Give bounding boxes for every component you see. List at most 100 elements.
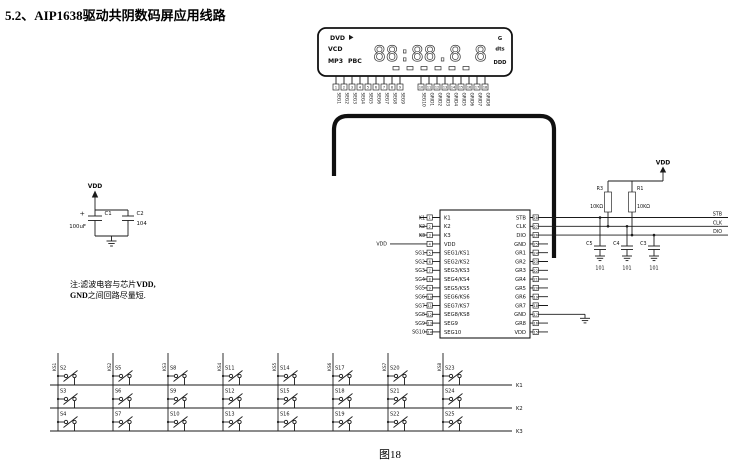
indicator-tick [434, 66, 442, 71]
indicator-tick [420, 66, 428, 71]
vdd-arrow [659, 166, 667, 173]
pin-number-box [532, 267, 539, 274]
key-actuator [338, 393, 353, 405]
display-pin-number: 9 [399, 86, 401, 90]
display-label-mp3: MP3 [328, 58, 343, 65]
key-terminal [393, 373, 399, 379]
display-pin-number-box [465, 83, 473, 91]
display-pin-number-box [481, 83, 489, 91]
ic-pin-name: SEG8/KS8 [444, 312, 470, 318]
key-actuator [63, 393, 78, 405]
key-label: S2 [60, 366, 66, 372]
key-column-label: KS8 [437, 362, 443, 371]
net-label: K2 [419, 224, 425, 230]
key-actuator [393, 416, 408, 428]
pin-number: 1 [429, 216, 431, 220]
ic-pin-name: GR2 [515, 259, 526, 265]
key-actuator [63, 416, 78, 428]
key-actuator [118, 393, 133, 405]
key-terminal [63, 373, 69, 379]
display-label-vcd: VCD [328, 46, 342, 53]
ic-right-pins: 28STBSTB27CLKCLK26DIODIO25GND24GR123GR22… [514, 212, 728, 336]
key-terminal [338, 419, 344, 425]
key-actuator [118, 416, 133, 428]
key-terminal [237, 396, 242, 402]
net-label: SG10 [412, 330, 425, 336]
ic-pin-name: GR7 [515, 303, 526, 309]
display-label-dts: dts [495, 47, 504, 53]
key-terminal [237, 373, 242, 379]
vdd-label: VDD [88, 183, 103, 190]
cap-value: 101 [622, 266, 631, 272]
key-label: S24 [445, 389, 455, 395]
key-actuator [448, 370, 463, 382]
ic-pin-name: K2 [444, 224, 451, 230]
figure-caption: 图18 [379, 449, 401, 461]
key-terminal [228, 373, 234, 379]
pin-number: 22 [534, 269, 538, 273]
key-terminal [127, 396, 132, 402]
resistor-body [604, 191, 612, 213]
key-actuator [338, 416, 353, 428]
pin-number: 10 [428, 295, 432, 299]
key-terminal [283, 396, 289, 402]
pin-number-box [532, 258, 539, 265]
key-actuator [228, 393, 243, 405]
key-terminal [127, 373, 132, 379]
note-part1: 注:滤波电容与芯片 [70, 279, 136, 289]
pin-number-box [426, 240, 433, 247]
pin-number: 19 [534, 295, 538, 299]
key-terminal [63, 419, 69, 425]
ic-pin-name: SEG10 [444, 330, 461, 336]
pin-number: 9 [429, 287, 431, 291]
key-actuator [448, 416, 463, 428]
key-label: S6 [115, 389, 121, 395]
display-pin-number: 2 [343, 86, 345, 90]
key-label: S25 [445, 412, 455, 418]
cap-name: C5 [586, 241, 592, 247]
ic-pin-name: VDD [444, 242, 456, 248]
polarity-plus: + [80, 210, 85, 218]
display-pin-row: 1SEG12SEG23SEG34SEG45SEG56SEG67SEG78SEG8… [332, 76, 491, 107]
key-label: S17 [335, 366, 345, 372]
pin-number-box [426, 302, 433, 309]
note-text: 注:滤波电容与芯片VDD, GND之间回路尽量短. [70, 279, 156, 300]
display-pin-number: 13 [443, 86, 447, 90]
key-actuator [228, 370, 243, 382]
indicator-tick [392, 66, 400, 71]
display-pin-number: 15 [459, 86, 463, 90]
ic-pin-name: SEG6/KS6 [444, 295, 470, 301]
indicator-tick [448, 66, 456, 71]
display-label-dvd: DVD [330, 35, 345, 42]
pin-number: 21 [534, 278, 538, 282]
display-pin-number: 7 [383, 86, 385, 90]
bus-label: DIO [713, 229, 722, 235]
pin-number: 8 [429, 278, 431, 282]
ic-pin-name: GR3 [515, 268, 526, 274]
pin-number-box [426, 293, 433, 300]
pin-number: 24 [534, 251, 538, 255]
display-pin-number-box [425, 83, 433, 91]
display-pin-number-box [340, 83, 348, 91]
bus-label: CLK [713, 220, 723, 226]
key-column-label: KS5 [272, 362, 278, 371]
page-title: 5.2、AIP1638驱动共阴数码屏应用线路 [5, 8, 226, 23]
note-part2: 之间回路尽量短. [88, 290, 146, 300]
note-bold-vdd: VDD, [136, 280, 155, 289]
key-label: S8 [170, 366, 176, 372]
pin-number: 18 [534, 304, 538, 308]
key-terminal [393, 396, 399, 402]
display-pin-number: 14 [451, 86, 455, 90]
key-column-label: KS7 [382, 362, 388, 371]
display-bus-wire [331, 113, 557, 258]
cap-name: C3 [640, 241, 646, 247]
display-pin-number: 11 [427, 86, 431, 90]
ic-pin-name: GR1 [515, 251, 526, 257]
net-label: SG5 [415, 286, 425, 292]
ic-pin-name: K3 [444, 233, 451, 239]
display-pin-number: 4 [359, 86, 361, 90]
resistor-value: 10KΩ [590, 204, 603, 210]
display-pin-number: 16 [467, 86, 471, 90]
pin-number-box [532, 293, 539, 300]
